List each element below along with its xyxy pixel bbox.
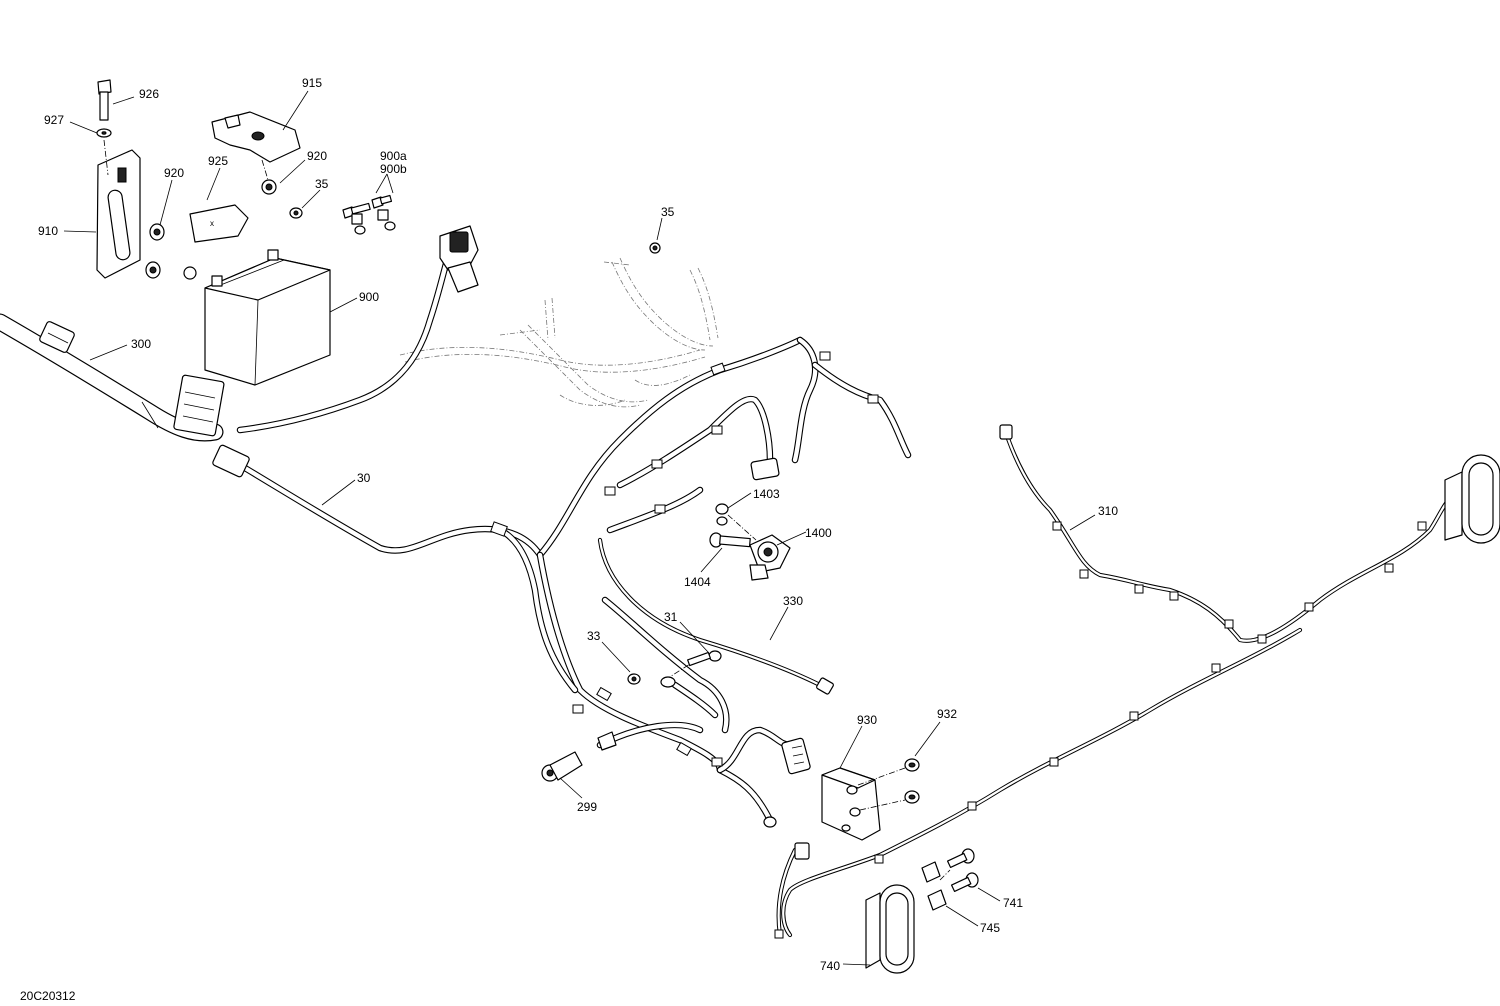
callout-900: 900 xyxy=(359,290,379,304)
callout-900a: 900a xyxy=(380,149,407,163)
nut-920 xyxy=(145,179,277,280)
svg-text:x: x xyxy=(210,219,214,228)
ring-terminal xyxy=(660,676,777,828)
phantom-frame-harness xyxy=(399,257,719,408)
callout-910: 910 xyxy=(38,224,58,238)
callout-915: 915 xyxy=(302,76,322,90)
callout-745: 745 xyxy=(980,921,1000,935)
protective-cap-299 xyxy=(541,751,583,782)
callout-labels: 926 927 915 925 920 920 900a 900b 35 35 … xyxy=(20,76,1118,1003)
grommet-932 xyxy=(904,758,920,804)
drawing-number: 20C20312 xyxy=(20,989,76,1003)
callout-1403: 1403 xyxy=(753,487,780,501)
sensor-1400 xyxy=(749,534,791,581)
washer-927 xyxy=(96,128,112,138)
callout-33: 33 xyxy=(587,629,601,643)
relay-box-connector xyxy=(439,225,479,293)
callout-930: 930 xyxy=(857,713,877,727)
callout-330: 330 xyxy=(783,594,803,608)
callout-741: 741 xyxy=(1003,896,1023,910)
bolt-31 xyxy=(687,650,722,667)
callout-920-upper: 920 xyxy=(307,149,327,163)
harness-30-connector xyxy=(212,444,250,478)
callout-900b: 900b xyxy=(380,162,407,176)
callout-926: 926 xyxy=(139,87,159,101)
callout-1400: 1400 xyxy=(805,526,832,540)
harness-330 xyxy=(597,537,834,695)
harness-30 xyxy=(236,246,912,824)
callout-740: 740 xyxy=(820,959,840,973)
battery-900 xyxy=(204,249,331,386)
nut-35-frame xyxy=(649,242,661,254)
callout-1404: 1404 xyxy=(684,575,711,589)
ecm-connector xyxy=(173,374,225,437)
callout-310: 310 xyxy=(1098,504,1118,518)
callout-35-frame: 35 xyxy=(661,205,675,219)
callout-920-lower: 920 xyxy=(164,166,184,180)
callout-30: 30 xyxy=(357,471,371,485)
nut-1403 xyxy=(715,503,729,526)
callout-927: 927 xyxy=(44,113,64,127)
leader-lines xyxy=(63,90,1096,966)
callout-31: 31 xyxy=(664,610,678,624)
control-module-930 xyxy=(821,767,881,841)
callout-35-battery: 35 xyxy=(315,177,329,191)
callout-925: 925 xyxy=(208,154,228,168)
terminal-bolts-900a-900b xyxy=(342,194,396,235)
harness-310 xyxy=(774,424,1458,939)
light-740-right xyxy=(1444,454,1500,544)
light-740-left xyxy=(865,884,915,974)
callout-300: 300 xyxy=(131,337,151,351)
nut-35 xyxy=(289,207,303,219)
battery-bracket-910 xyxy=(96,149,141,279)
fuse-holder-915 xyxy=(211,111,301,163)
callout-299: 299 xyxy=(577,800,597,814)
clip-nut-745 xyxy=(921,861,947,911)
bolt-926 xyxy=(97,79,112,121)
callout-932: 932 xyxy=(937,707,957,721)
module-connector xyxy=(781,737,811,775)
terminal-cover-925: x xyxy=(189,204,249,243)
sensor-connector xyxy=(750,457,780,481)
harness-end-terminal xyxy=(597,731,617,751)
main-harness-connector xyxy=(39,321,75,353)
bolt-1404 xyxy=(709,532,751,548)
bolt-741 xyxy=(946,848,979,893)
nut-33 xyxy=(627,673,641,685)
